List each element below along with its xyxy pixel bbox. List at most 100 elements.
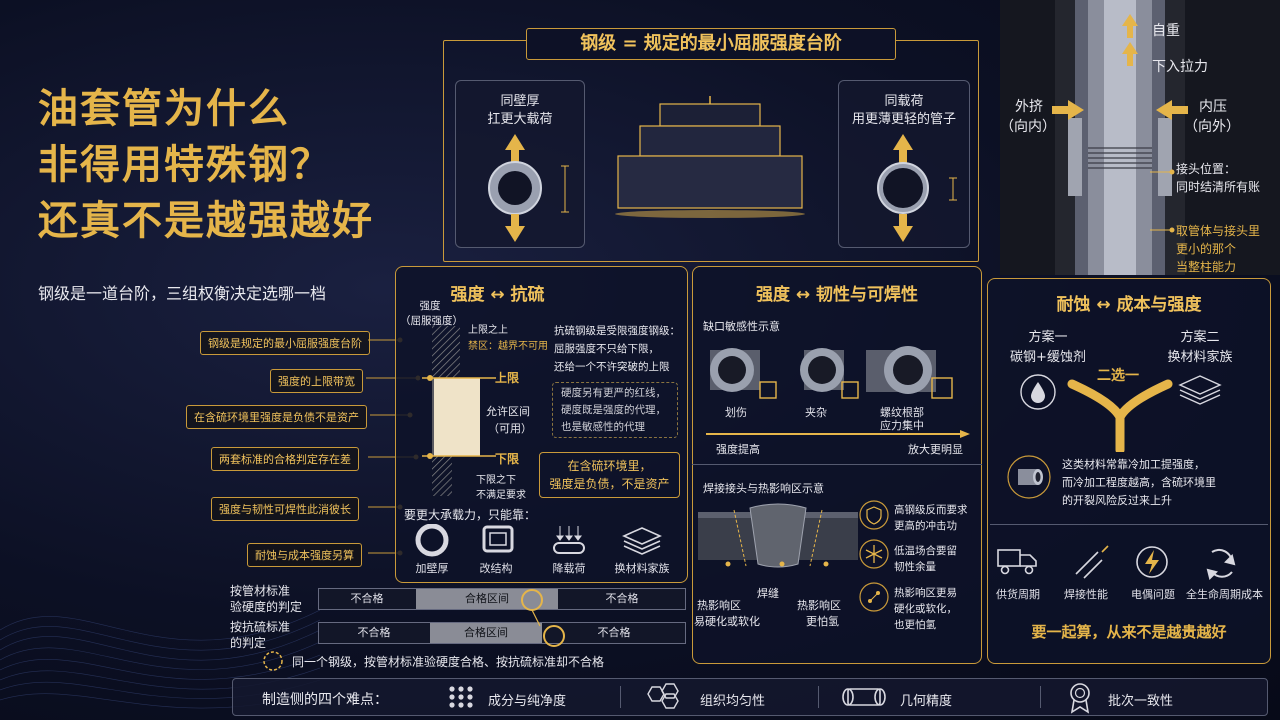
haz-right-2: 更怕氢: [806, 615, 839, 628]
hardness-note-3: 也是敏感性的代理: [561, 421, 645, 433]
pipe-diagram: [1000, 0, 1280, 275]
panel2-title: 强度 ↔ 韧性与可焊性: [755, 285, 919, 305]
compare-row2-pass: 合格区间: [430, 623, 542, 643]
option-label-2: 改结构: [479, 562, 513, 575]
factor-galvanic: 电偶问题: [1131, 588, 1175, 601]
strength-band-diagram: [422, 326, 496, 496]
defect-label-stress: 应力集中: [880, 419, 924, 432]
joint-label-2: 同时结清所有账: [1176, 180, 1261, 194]
thin-ring-icon: [877, 134, 957, 242]
callout-6: 耐蚀与成本强度另算: [247, 543, 362, 567]
haz-right-1: 热影响区: [797, 599, 841, 612]
compare-row2-fail-right: 不合格: [597, 626, 631, 639]
upper-limit-label: 上限: [495, 371, 520, 385]
internal-pressure-dir: （向外）: [1184, 119, 1240, 135]
compare-row2-fail-left: 不合格: [357, 626, 391, 639]
footer-item-3: 几何精度: [900, 694, 953, 709]
panel3-summary: 要一起算，从来不是越贵越好: [1031, 623, 1227, 641]
compare-row1-label-2: 验硬度的判定: [230, 600, 303, 614]
material-family-icon: [622, 527, 662, 555]
dashed-circle-icon: [263, 651, 283, 671]
plan2-label-2: 换材料家族: [1167, 350, 1233, 365]
option-label-3: 降载荷: [552, 562, 586, 575]
defect-label-scratch: 划伤: [725, 406, 747, 419]
thick-ring-icon: [488, 134, 569, 242]
axis-strength-up: 强度提高: [716, 443, 760, 456]
option-label-4: 换材料家族: [614, 562, 670, 575]
dots-grid-icon: [449, 686, 473, 708]
haz-left-2: 易硬化或软化: [694, 615, 760, 628]
weld-note-2a: 低温场合要留: [894, 545, 957, 557]
compare-row1-fail-left: 不合格: [350, 592, 384, 605]
tension-label: 下入拉力: [1152, 59, 1208, 75]
above-upper-2: 禁区：越界不可用: [468, 341, 548, 352]
right-label-2: 用更薄更轻的管子: [851, 112, 956, 127]
desc-line-1: 抗硫钢级是受限强度钢级：: [554, 325, 680, 337]
below-lower-2: 不满足要求: [476, 490, 526, 501]
badge-icon: [1070, 683, 1090, 714]
options-title: 要更大承载力，只能靠：: [404, 508, 537, 522]
plan2-label-1: 方案二: [1180, 330, 1220, 345]
scratch-pipe: [710, 348, 777, 399]
callout-2: 强度的上限带宽: [270, 369, 363, 393]
hardness-note-1: 硬度另有更严的红线，: [561, 387, 666, 399]
thicker-wall-icon: [415, 524, 449, 557]
weld-note-icons: [859, 500, 889, 612]
above-upper-1: 上限之上: [468, 325, 508, 336]
axis-label-1: 强度: [419, 300, 441, 312]
factor-weldability: 焊接性能: [1064, 588, 1108, 601]
hardness-note-2: 硬度既是强度的代理，: [561, 404, 666, 416]
weld-title: 焊接接头与热影响区示意: [703, 482, 824, 495]
hexagon-cluster-icon: [647, 683, 679, 709]
allowed-label-2: （可用）: [488, 422, 532, 435]
background-wave-lines: [0, 609, 320, 709]
desc-line-3: 还给一个不许突破的上限: [554, 361, 670, 373]
compare-row2-label-2: 的判定: [230, 636, 267, 650]
choose-one-label: 二选一: [1097, 368, 1139, 384]
left-label-2: 扛更大载荷: [487, 112, 553, 127]
thread-root-pipe: [866, 346, 953, 399]
axis-label-2: （屈服强度）: [400, 315, 463, 327]
footer-bar: [232, 678, 1268, 716]
weld-note-1b: 更高的冲击功: [894, 520, 957, 532]
footer-sep-2: [818, 686, 819, 708]
weld-note-3c: 也更怕氢: [894, 619, 936, 631]
plan1-label-2: 碳钢+缓蚀剂: [1010, 350, 1086, 365]
below-lower-1: 下限之下: [476, 475, 516, 486]
same-grade-markers: [521, 589, 565, 647]
sulfur-liability-box: 在含硫环境里， 强度是负债，不是资产: [539, 452, 680, 498]
right-label-1: 同载荷: [884, 94, 924, 109]
strength-arrow: [706, 430, 970, 438]
options-icons: [415, 524, 662, 557]
left-label-1: 同壁厚: [500, 94, 540, 109]
allowed-label-1: 允许区间: [486, 405, 530, 418]
desc-line-2: 屈服强度不只给下限，: [554, 343, 659, 355]
cold-work-note-3: 的开裂风险反过来上升: [1062, 494, 1172, 507]
step-pedestal-icon: [615, 96, 805, 218]
panel3-title: 耐蚀 ↔ 成本与强度: [1056, 295, 1202, 315]
factor-lifecycle: 全生命周期成本: [1186, 588, 1263, 601]
notch-title: 缺口敏感性示意: [703, 320, 780, 333]
callout-3: 在含硫环境里强度是负债不是资产: [186, 405, 367, 429]
electric-icon: [1136, 546, 1168, 578]
weld-seam-label: 焊缝: [757, 587, 779, 600]
defect-label-inclusion: 夹杂: [805, 406, 827, 419]
panel-strength-vs-toughness: [692, 266, 982, 664]
footer-title: 制造侧的四个难点：: [262, 692, 388, 708]
joint-label-1: 接头位置：: [1176, 162, 1237, 176]
welding-torch-icon: [1075, 545, 1109, 579]
left-subpanel: [455, 80, 585, 248]
factor-icons: [997, 545, 1236, 580]
internal-pressure-label: 内压: [1199, 99, 1227, 115]
smaller-label-1: 取管体与接头里: [1176, 224, 1261, 238]
cold-work-pipe-icon: [1007, 455, 1051, 499]
callout-1: 钢级是规定的最小屈服强度台阶: [200, 331, 370, 355]
footer-sep-3: [1040, 686, 1041, 708]
external-pressure-dir: （向内）: [1000, 119, 1056, 135]
inclusion-pipe: [800, 348, 859, 399]
lower-limit-label: 下限: [495, 452, 520, 466]
notch-defect-pipes: [710, 346, 953, 399]
subtitle: 钢级是一道台阶，三组权衡决定选哪一档: [38, 284, 327, 303]
title-line-3: 还真不是越强越好: [38, 198, 374, 244]
weld-joint-diagram: [698, 503, 858, 568]
